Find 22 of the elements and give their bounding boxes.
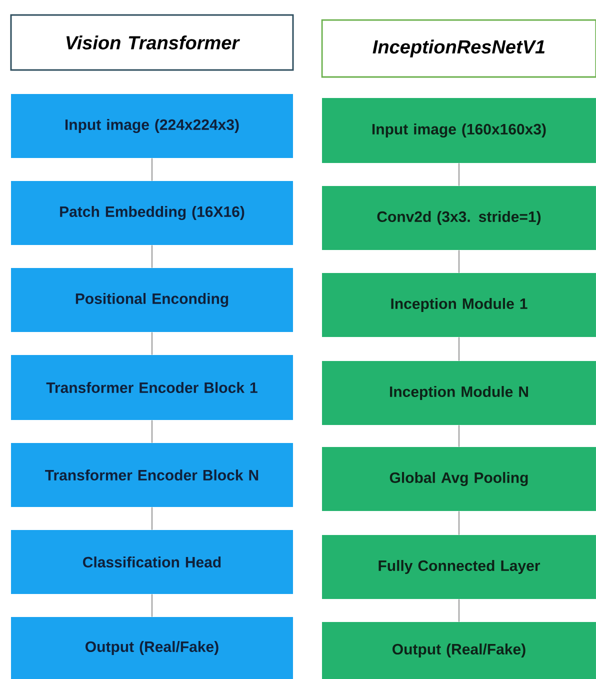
connector-line (458, 510, 460, 536)
process-box: Input image (160x160x3) (322, 98, 596, 163)
process-box: Inception Module N (322, 361, 596, 425)
process-box: Positional Enconding (11, 268, 293, 332)
process-box: Output (Real/Fake) (322, 622, 596, 679)
connector-line (458, 162, 460, 186)
process-box: Patch Embedding (16X16) (11, 181, 293, 245)
process-box: Output (Real/Fake) (11, 617, 293, 679)
process-box: Global Avg Pooling (322, 447, 596, 511)
process-box: Inception Module 1 (322, 273, 596, 337)
title-box: InceptionResNetV1 (321, 19, 596, 78)
connector-line (458, 598, 460, 622)
title-box: Vision Transformer (10, 14, 294, 71)
process-box: Fully Connected Layer (322, 535, 596, 599)
process-box: Conv2d (3x3. stride=1) (322, 186, 596, 250)
process-box: Classification Head (11, 530, 293, 594)
connector-line (458, 424, 460, 448)
process-box: Transformer Encoder Block 1 (11, 355, 293, 420)
process-box: Input image (224x224x3) (11, 94, 293, 158)
connector-line (458, 336, 460, 362)
connector-line (458, 250, 460, 274)
process-box: Transformer Encoder Block N (11, 443, 293, 507)
